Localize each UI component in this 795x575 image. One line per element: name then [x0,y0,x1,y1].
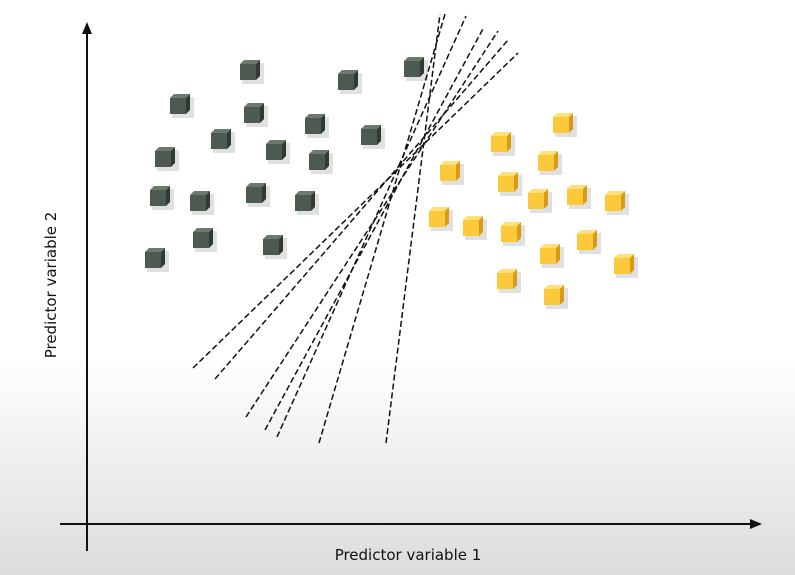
class-a-point [309,150,333,174]
class-b-point [540,244,564,268]
class-b-point [497,269,521,293]
decision-boundary-line [192,52,519,369]
decision-boundary-line [245,30,499,418]
class-b-point [528,189,552,213]
class-a-point [305,114,329,138]
class-a-point [240,60,264,84]
class-a-point [404,57,428,81]
class-a-point [266,140,290,164]
class-b-point [577,230,601,254]
class-b-point [429,207,453,231]
class-a-points [145,57,428,272]
class-a-point [361,125,385,149]
class-b-point [538,151,562,175]
class-b-point [498,172,522,196]
y-axis-label: Predictor variable 2 [42,212,60,359]
class-a-point [190,191,214,215]
decision-boundary-line [318,13,446,444]
class-b-point [544,285,568,309]
decision-boundary-line [264,26,485,431]
class-b-point [614,254,638,278]
decision-boundary-line [276,15,467,438]
class-b-point [440,161,464,185]
class-b-point [491,132,515,156]
class-b-point [501,222,525,246]
x-axis-label: Predictor variable 1 [335,546,482,564]
class-a-point [150,186,174,210]
class-b-point [567,185,591,209]
decision-boundary-line [214,39,509,380]
class-a-point [193,228,217,252]
decision-boundaries [192,13,519,444]
decision-boundary-line [385,13,441,444]
class-a-point [338,70,362,94]
class-b-point [463,216,487,240]
class-b-point [553,113,577,137]
class-a-point [246,183,270,207]
class-b-points [429,113,638,309]
class-a-point [170,94,194,118]
class-a-point [295,191,319,215]
class-a-point [244,103,268,127]
class-a-point [155,147,179,171]
class-a-point [145,248,169,272]
class-a-point [211,129,235,153]
class-a-point [263,235,287,259]
class-b-point [605,191,629,215]
